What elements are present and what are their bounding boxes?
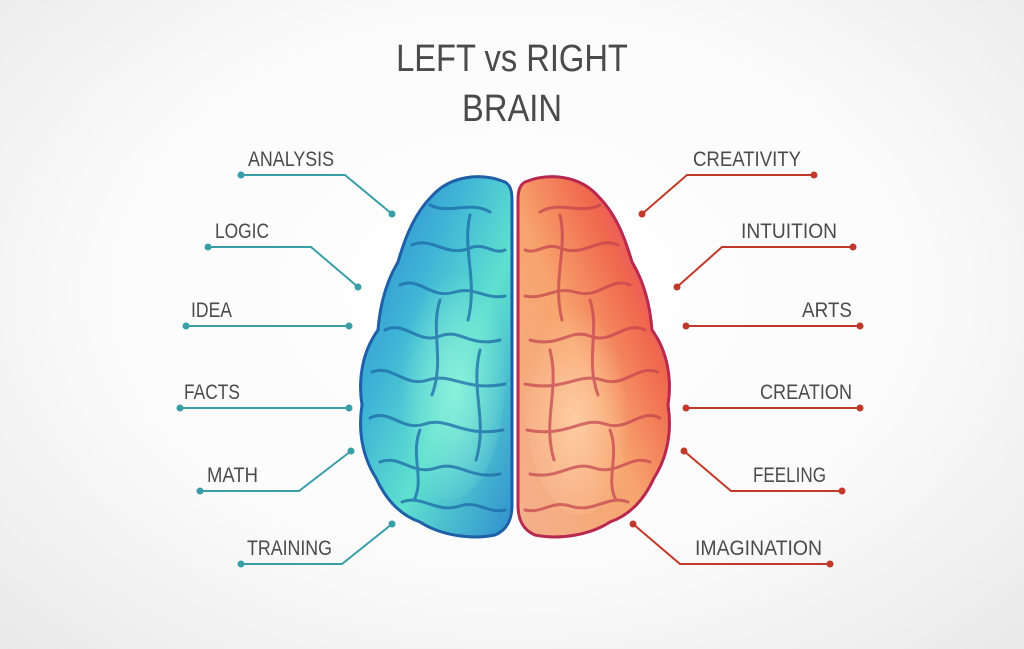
title-line-1: LEFT vs RIGHT [396, 38, 628, 80]
left-leader-dot-start-4 [196, 487, 204, 495]
left-callout-5: TRAINING [237, 520, 396, 568]
right-callout-3: CREATION [682, 381, 864, 412]
right-label-5: IMAGINATION [695, 537, 822, 560]
right-callout-0: CREATIVITY [638, 148, 818, 218]
right-leader-line-4 [683, 450, 842, 492]
right-label-2: ARTS [802, 299, 852, 322]
right-leader-dot-start-3 [856, 404, 864, 412]
right-callout-5: IMAGINATION [629, 520, 834, 568]
left-leader-dot-end-3 [345, 404, 353, 412]
right-label-1: INTUITION [741, 220, 837, 243]
title-line-2: BRAIN [462, 88, 562, 130]
right-leader-line-0 [641, 174, 814, 215]
left-leader-dot-end-2 [345, 322, 353, 330]
right-leader-dot-end-2 [682, 322, 690, 330]
left-label-3: FACTS [184, 381, 240, 404]
left-callout-3: FACTS [176, 381, 353, 412]
left-callouts: ANALYSIS LOGIC IDEA FACTS MATH [176, 148, 396, 568]
left-label-4: MATH [207, 464, 258, 487]
right-callout-2: ARTS [682, 299, 864, 330]
right-leader-line-1 [676, 246, 853, 288]
right-leader-dot-start-0 [810, 171, 818, 179]
right-leader-dot-end-3 [682, 404, 690, 412]
left-leader-dot-end-0 [388, 210, 396, 218]
left-hemisphere [359, 175, 514, 539]
left-leader-line-1 [208, 246, 359, 288]
right-label-4: FEELING [753, 464, 826, 487]
left-leader-dot-end-1 [354, 283, 362, 291]
left-leader-dot-start-3 [176, 404, 184, 412]
right-callout-4: FEELING [680, 447, 846, 495]
right-label-0: CREATIVITY [693, 148, 801, 171]
left-callout-0: ANALYSIS [237, 148, 396, 218]
left-label-5: TRAINING [247, 537, 332, 560]
left-leader-line-4 [200, 450, 352, 492]
left-leader-dot-end-4 [347, 447, 355, 455]
left-leader-dot-start-5 [237, 560, 245, 568]
right-leader-dot-end-1 [673, 283, 681, 291]
right-leader-dot-end-0 [638, 210, 646, 218]
right-leader-dot-start-4 [838, 487, 846, 495]
left-leader-dot-start-2 [182, 322, 190, 330]
left-leader-dot-start-1 [204, 243, 212, 251]
right-leader-dot-start-5 [826, 560, 834, 568]
left-callout-1: LOGIC [204, 220, 362, 291]
right-leader-dot-start-2 [856, 322, 864, 330]
left-leader-line-0 [241, 174, 393, 215]
right-callout-1: INTUITION [673, 220, 857, 291]
right-leader-dot-end-4 [680, 447, 688, 455]
right-label-3: CREATION [760, 381, 852, 404]
left-leader-dot-start-0 [237, 171, 245, 179]
left-callout-4: MATH [196, 447, 355, 495]
left-leader-dot-end-5 [388, 520, 396, 528]
right-leader-dot-end-5 [629, 520, 637, 528]
right-hemisphere [516, 175, 671, 539]
left-label-0: ANALYSIS [248, 148, 334, 171]
right-leader-dot-start-1 [849, 243, 857, 251]
left-label-1: LOGIC [215, 220, 269, 243]
right-callouts: CREATIVITY INTUITION ARTS CREATION FEELI… [629, 148, 864, 568]
right-leader-line-5 [632, 523, 830, 565]
left-label-2: IDEA [191, 299, 232, 322]
left-callout-2: IDEA [182, 299, 353, 330]
left-leader-line-5 [241, 523, 393, 565]
diagram-title: LEFT vs RIGHT BRAIN [72, 34, 953, 134]
